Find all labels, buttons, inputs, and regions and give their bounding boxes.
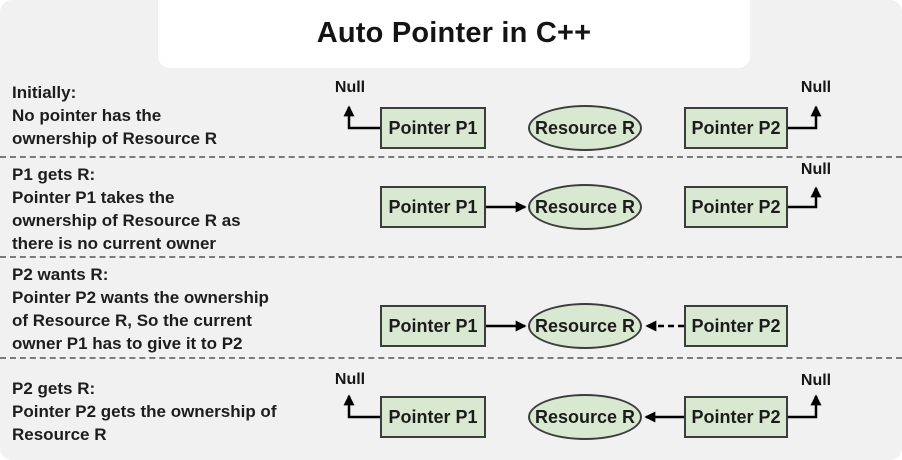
row-text-line: Resource R (12, 425, 107, 444)
null-label: Null (800, 372, 832, 389)
pointer-p1-node: Pointer P1 (380, 186, 486, 228)
row-text-line: owner P1 has to give it to P2 (12, 334, 243, 353)
pointer-p1-node: Pointer P1 (380, 305, 486, 347)
resource-r-node: Resource R (528, 394, 642, 440)
row2-p2-to-null-arrow (788, 186, 822, 209)
row-heading: Initially: (12, 83, 77, 102)
pointer-p2-node: Pointer P2 (684, 396, 788, 438)
pointer-p2-node: Pointer P2 (684, 186, 788, 228)
null-label: Null (334, 371, 366, 388)
row-heading: P1 gets R: (12, 165, 96, 184)
row-initially-text: Initially: No pointer has the ownership … (12, 81, 217, 150)
null-label: Null (334, 79, 366, 96)
pointer-p1-node: Pointer P1 (380, 396, 486, 438)
row-heading: P2 wants R: (12, 265, 109, 284)
row1-p1-to-null-arrow (343, 105, 380, 130)
title-banner: Auto Pointer in C++ (158, 0, 750, 68)
row-text-line: ownership of Resource R as (12, 211, 241, 230)
row-text-line: Pointer P1 takes the (12, 188, 175, 207)
row-p1-gets-r-text: P1 gets R: Pointer P1 takes the ownershi… (12, 163, 241, 255)
resource-r-node: Resource R (528, 184, 642, 230)
row-text-line: Pointer P2 wants the ownership (12, 288, 269, 307)
pointer-p2-node: Pointer P2 (684, 305, 788, 347)
row4-p2-to-null-arrow (788, 394, 822, 419)
null-label: Null (800, 161, 832, 178)
row-text-line: of Resource R, So the current (12, 311, 252, 330)
row-divider-2 (0, 256, 902, 258)
row-divider-1 (0, 156, 902, 158)
pointer-p2-node: Pointer P2 (684, 107, 788, 149)
pointer-p1-node: Pointer P1 (380, 107, 486, 149)
row-text-line: there is no current owner (12, 234, 217, 253)
row-text-line: No pointer has the (12, 106, 162, 125)
row4-p1-to-null-arrow (343, 394, 380, 419)
row1-p2-to-null-arrow (788, 105, 822, 130)
resource-r-node: Resource R (528, 303, 642, 349)
row-p2-wants-r-text: P2 wants R: Pointer P2 wants the ownersh… (12, 263, 269, 355)
row-heading: P2 gets R: (12, 379, 96, 398)
null-label: Null (800, 79, 832, 96)
row-divider-3 (0, 357, 902, 359)
page-title: Auto Pointer in C++ (316, 16, 592, 49)
resource-r-node: Resource R (528, 105, 642, 151)
row-p2-gets-r-text: P2 gets R: Pointer P2 gets the ownership… (12, 377, 276, 446)
row-text-line: ownership of Resource R (12, 129, 217, 148)
row-text-line: Pointer P2 gets the ownership of (12, 402, 277, 421)
